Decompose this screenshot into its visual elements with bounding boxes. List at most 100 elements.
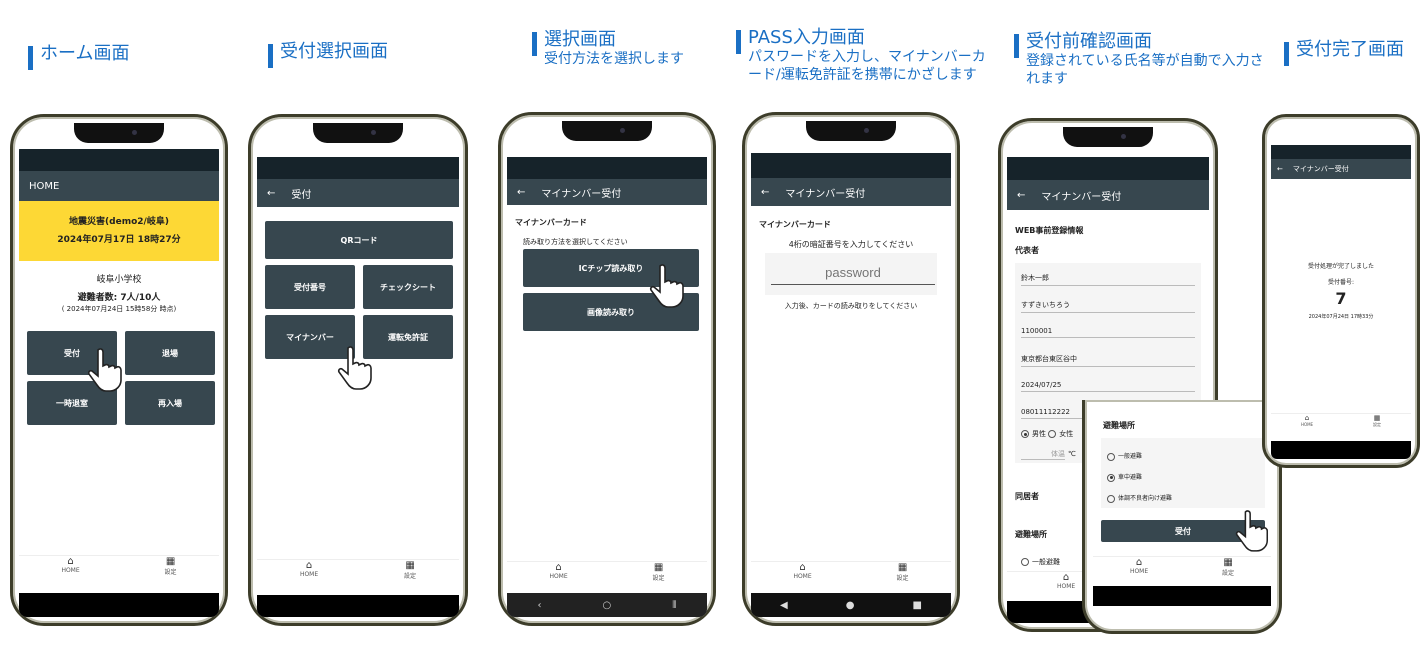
nav-settings[interactable]: ▦ 設定 bbox=[165, 556, 177, 585]
address-field[interactable]: 東京都台東区谷中 bbox=[1021, 354, 1195, 367]
app-header: ←マイナンバー受付 bbox=[1007, 180, 1209, 210]
disaster-datetime: 2024年07月17日 18時27分 bbox=[57, 235, 181, 245]
qr-code-button[interactable]: QRコード bbox=[265, 221, 453, 259]
radio-option[interactable] bbox=[1107, 494, 1115, 503]
back-arrow-icon[interactable]: ← bbox=[1017, 189, 1026, 201]
mynumber-button[interactable]: マイナンバー bbox=[265, 315, 355, 359]
qr-grid-icon: ▦ bbox=[165, 556, 176, 567]
app-header: ←マイナンバー受付 bbox=[751, 178, 951, 206]
app-header: HOME bbox=[19, 171, 219, 201]
title-text: ホーム画面 bbox=[40, 43, 130, 64]
option-label: 一般避難 bbox=[1118, 453, 1143, 460]
reenter-button[interactable]: 再入場 bbox=[125, 381, 215, 425]
header-title: マイナンバー受付 bbox=[541, 188, 622, 200]
nav-home[interactable]: ⌂HOME bbox=[1301, 414, 1313, 433]
kana-field[interactable]: すずきいちろう bbox=[1021, 300, 1195, 313]
nav-settings[interactable]: ▦設定 bbox=[404, 560, 416, 589]
title-sub: パスワードを入力し、マイナンバーカード/運転免許証を携帯にかざします bbox=[748, 49, 986, 83]
nav-home[interactable]: ⌂HOME bbox=[61, 556, 79, 585]
postal-field[interactable]: 1100001 bbox=[1021, 327, 1195, 338]
password-input[interactable] bbox=[771, 261, 935, 285]
android-home-icon[interactable]: ○ bbox=[602, 599, 612, 611]
title-home: ホーム画面 bbox=[28, 43, 130, 70]
temperature-input[interactable]: 体温 bbox=[1021, 449, 1065, 460]
qr-grid-icon: ▦ bbox=[1373, 414, 1381, 422]
radio-general[interactable] bbox=[1021, 558, 1029, 566]
as-of-time: ( 2024年07月24日 15時58分 時点) bbox=[61, 305, 177, 313]
place-radio-group[interactable]: 一般避難 車中避難 体調不良者向け避難 bbox=[1101, 438, 1265, 508]
qr-grid-icon: ▦ bbox=[897, 562, 908, 573]
option-label: 体調不良者向け避難 bbox=[1118, 495, 1173, 502]
nav-home[interactable]: ⌂HOME bbox=[300, 560, 318, 589]
temp-leave-button[interactable]: 一時退室 bbox=[27, 381, 117, 425]
nav-home-label: HOME bbox=[61, 567, 80, 574]
home-icon: ⌂ bbox=[1135, 557, 1143, 568]
disaster-banner: 地震災害(demo2/岐阜) 2024年07月17日 18時27分 bbox=[19, 201, 219, 261]
nav-settings-label: 設定 bbox=[164, 569, 177, 576]
prompt-text: 4桁の暗証番号を入力してください bbox=[788, 240, 914, 249]
header-title: HOME bbox=[29, 180, 60, 192]
bottom-nav: ⌂HOME ▦設定 bbox=[751, 561, 951, 589]
nav-home[interactable]: ⌂HOME bbox=[1130, 557, 1148, 584]
female-label: 女性 bbox=[1059, 430, 1074, 438]
place-option-label: 一般避難 bbox=[1032, 558, 1060, 566]
radio-female[interactable] bbox=[1048, 430, 1057, 438]
date-field[interactable]: 2024/07/25 bbox=[1021, 381, 1195, 392]
section-label: マイナンバーカード bbox=[759, 220, 831, 229]
nav-settings[interactable]: ▦設定 bbox=[897, 562, 909, 589]
gender-radio-group[interactable]: 男性 女性 bbox=[1021, 429, 1073, 439]
drivers-license-button[interactable]: 運転免許証 bbox=[363, 315, 453, 359]
back-arrow-icon[interactable]: ← bbox=[267, 187, 276, 199]
title-pass: PASS入力画面パスワードを入力し、マイナンバーカード/運転免許証を携帯にかざし… bbox=[736, 27, 993, 84]
exit-button[interactable]: 退場 bbox=[125, 331, 215, 375]
android-back-icon[interactable]: ‹ bbox=[537, 599, 542, 611]
back-arrow-icon[interactable]: ← bbox=[761, 186, 770, 198]
receipt-number: 7 bbox=[1335, 289, 1347, 308]
nav-home[interactable]: ⌂HOME bbox=[549, 562, 567, 589]
android-recents-icon[interactable]: ■ bbox=[912, 599, 922, 611]
nav-settings-label: 設定 bbox=[404, 573, 417, 580]
home-icon: ⌂ bbox=[1304, 414, 1310, 422]
header-title: マイナンバー受付 bbox=[1292, 165, 1349, 173]
rep-label: 代表者 bbox=[1015, 246, 1039, 255]
check-sheet-button[interactable]: チェックシート bbox=[363, 265, 453, 309]
nav-home[interactable]: ⌂HOME bbox=[1057, 572, 1075, 599]
bottom-nav: ⌂HOME ▦ 設定 bbox=[19, 555, 219, 585]
male-label: 男性 bbox=[1032, 430, 1046, 438]
title-text: PASS入力画面 bbox=[748, 27, 865, 48]
android-back-icon[interactable]: ◀ bbox=[780, 599, 788, 611]
radio-male[interactable] bbox=[1021, 430, 1029, 438]
title-method: 選択画面受付方法を選択します bbox=[532, 30, 684, 68]
nav-settings-label: 設定 bbox=[652, 575, 665, 582]
nav-settings[interactable]: ▦設定 bbox=[1373, 414, 1381, 433]
phone-pass: ←マイナンバー受付 マイナンバーカード 4桁の暗証番号を入力してください 入力後… bbox=[742, 112, 960, 626]
disaster-name: 地震災害(demo2/岐阜) bbox=[69, 217, 169, 227]
app-header: ← マイナンバー受付 bbox=[507, 179, 707, 205]
bottom-nav: ⌂HOME ▦設定 bbox=[257, 559, 459, 589]
home-icon: ⌂ bbox=[555, 562, 562, 573]
nav-home[interactable]: ⌂HOME bbox=[793, 562, 811, 589]
pointing-hand-icon bbox=[1235, 510, 1269, 552]
home-icon: ⌂ bbox=[799, 562, 806, 573]
back-arrow-icon[interactable]: ← bbox=[517, 186, 526, 198]
nav-settings[interactable]: ▦ 設定 bbox=[653, 562, 665, 589]
radio-option-selected[interactable] bbox=[1107, 473, 1115, 482]
nav-settings[interactable]: ▦設定 bbox=[1222, 557, 1234, 584]
cohabitant-label: 同居者 bbox=[1015, 492, 1039, 501]
qr-grid-icon: ▦ bbox=[653, 562, 664, 573]
number-label: 受付番号: bbox=[1327, 279, 1355, 286]
title-text: 受付前確認画面 bbox=[1026, 31, 1152, 52]
android-home-icon[interactable]: ● bbox=[845, 599, 855, 611]
receipt-number-button[interactable]: 受付番号 bbox=[265, 265, 355, 309]
app-header: ← マイナンバー受付 bbox=[1271, 159, 1411, 179]
name-field[interactable]: 鈴木一郎 bbox=[1021, 273, 1195, 286]
back-arrow-icon[interactable]: ← bbox=[1277, 165, 1283, 173]
title-text: 受付完了画面 bbox=[1296, 39, 1404, 60]
submit-checkin-button[interactable]: 受付 bbox=[1101, 520, 1265, 542]
android-recents-icon[interactable]: ⫴ bbox=[672, 599, 677, 611]
radio-option[interactable] bbox=[1107, 452, 1115, 461]
title-sub: 登録されている氏名等が自動で入力されます bbox=[1026, 53, 1264, 87]
nav-settings-label: 設定 bbox=[1373, 422, 1382, 427]
phone-method: ←マイナンバー受付 マイナンバーカード 読み取り方法を選択してください ICチッ… bbox=[498, 112, 716, 626]
title-sub: 受付方法を選択します bbox=[544, 51, 684, 67]
